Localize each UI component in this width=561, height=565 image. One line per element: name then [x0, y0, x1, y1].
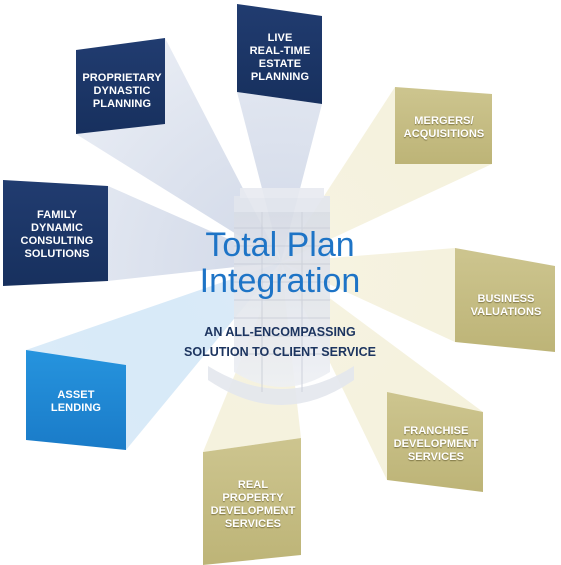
node-panel-3	[455, 248, 555, 352]
panel-group	[3, 4, 555, 565]
node-panel-7	[3, 180, 108, 286]
node-panel-1	[237, 4, 322, 104]
node-panel-2	[395, 87, 492, 164]
node-panel-5	[203, 438, 301, 565]
node-panel-6	[26, 350, 126, 450]
diagram-subtitle: AN ALL-ENCOMPASSING SOLUTION TO CLIENT S…	[184, 325, 376, 359]
node-panel-8	[76, 38, 165, 134]
beam-1	[237, 92, 322, 262]
diagram-title: Total Plan Integration	[199, 226, 361, 300]
node-panel-4	[387, 392, 483, 492]
building-graphic	[208, 188, 354, 405]
